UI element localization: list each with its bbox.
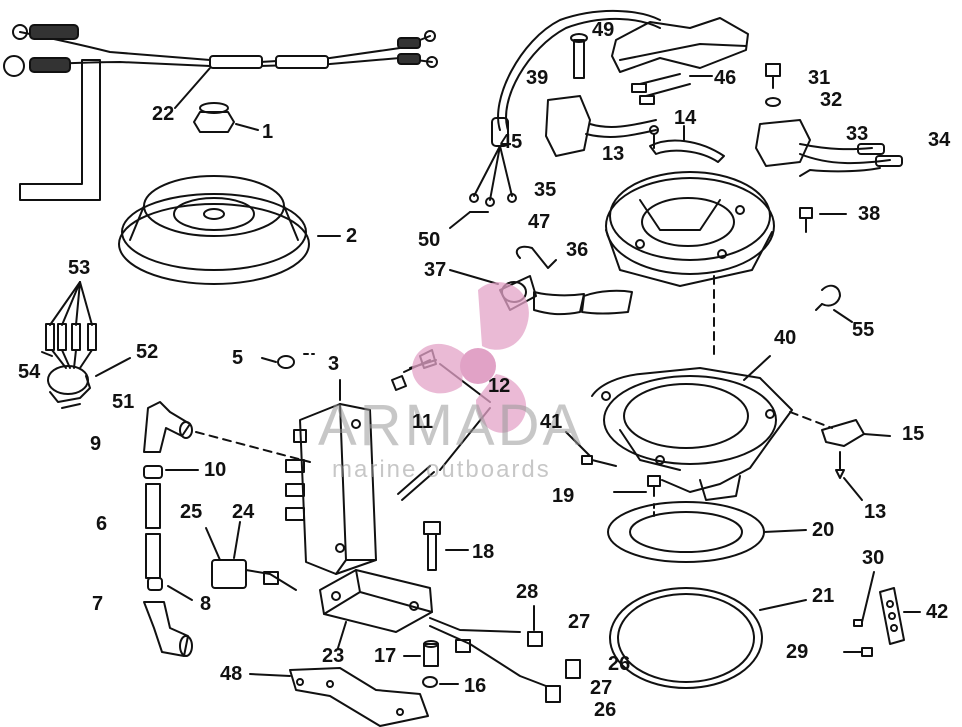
callout-28: 28: [516, 581, 539, 603]
part-cd-module: [319, 569, 581, 703]
callout-7: 7: [92, 593, 104, 615]
watermark-tagline: marine outboards: [332, 456, 551, 483]
part-pulser-37: [449, 245, 633, 316]
part-spring-ring: [609, 587, 807, 689]
callout-10: 10: [204, 459, 227, 481]
part-hose-fittings: [143, 401, 311, 657]
callout-48: 48: [220, 663, 243, 685]
callout-25: 25: [180, 501, 203, 523]
callout-52: 52: [136, 341, 159, 363]
part-charge-coil: [449, 9, 749, 229]
callout-36: 36: [566, 239, 589, 261]
callout-54: 54: [18, 361, 41, 383]
callout-15: 15: [902, 423, 925, 445]
callout-33: 33: [846, 123, 869, 145]
part-bolt-18: [423, 521, 469, 571]
callout-5: 5: [232, 347, 244, 369]
callout-40: 40: [774, 327, 797, 349]
callout-14: 14: [674, 107, 697, 129]
part-washer: [261, 353, 315, 369]
callout-6: 6: [96, 513, 108, 535]
callout-51: 51: [112, 391, 135, 413]
callout-9: 9: [90, 433, 102, 455]
callout-50: 50: [418, 229, 441, 251]
part-bracket-48: [249, 667, 429, 727]
callout-19: 19: [552, 485, 575, 507]
callout-27a: 27: [568, 611, 591, 633]
callout-30: 30: [862, 547, 885, 569]
callout-20: 20: [812, 519, 835, 541]
callout-31: 31: [808, 67, 831, 89]
callout-21: 21: [812, 585, 835, 607]
callout-34: 34: [928, 129, 951, 151]
watermark-brand: ARMADA: [318, 393, 585, 458]
callout-17: 17: [374, 645, 397, 667]
callout-13a: 13: [602, 143, 625, 165]
part-screw-38: [799, 207, 847, 233]
callout-23: 23: [322, 645, 345, 667]
part-connector-assembly: [41, 281, 131, 409]
callout-24: 24: [232, 501, 255, 523]
callout-8: 8: [200, 593, 212, 615]
callout-29: 29: [786, 641, 809, 663]
part-terminal-block: [843, 571, 921, 657]
callout-27b: 27: [590, 677, 613, 699]
callout-38: 38: [858, 203, 881, 225]
callout-13b: 13: [864, 501, 887, 523]
callout-46: 46: [714, 67, 737, 89]
callout-42: 42: [926, 601, 949, 623]
part-wire-harness: [3, 24, 438, 201]
callout-35: 35: [534, 179, 557, 201]
callout-3: 3: [328, 353, 340, 375]
callout-47: 47: [528, 211, 551, 233]
callout-11: 11: [412, 411, 434, 433]
callout-53: 53: [68, 257, 91, 279]
callout-18: 18: [472, 541, 495, 563]
callout-37: 37: [424, 259, 447, 281]
callout-32: 32: [820, 89, 843, 111]
part-screws-41-19: [565, 431, 661, 497]
callout-55: 55: [852, 319, 875, 341]
callout-12: 12: [488, 375, 511, 397]
part-power-pack: [285, 379, 377, 575]
part-cable-25: [205, 521, 297, 591]
callout-1: 1: [262, 121, 274, 143]
callout-45: 45: [500, 131, 523, 153]
part-armature-plate: [591, 355, 833, 501]
part-clip-14: [649, 125, 725, 163]
part-flywheel: [118, 175, 341, 285]
callout-49: 49: [592, 19, 615, 41]
part-sensor-33: [755, 63, 903, 177]
callout-16: 16: [464, 675, 487, 697]
callout-39: 39: [526, 67, 549, 89]
callout-22: 22: [152, 103, 175, 125]
part-spacer: [403, 640, 459, 688]
part-clamp-55: [815, 284, 853, 323]
callout-2: 2: [346, 225, 358, 247]
part-nut: [193, 102, 259, 133]
callout-41: 41: [540, 411, 563, 433]
callout-26b: 26: [594, 699, 617, 721]
part-stator-plate: [605, 171, 775, 361]
part-retainer-ring: [607, 501, 807, 563]
callout-26a: 26: [608, 653, 631, 675]
part-retainer-15: [821, 419, 891, 501]
